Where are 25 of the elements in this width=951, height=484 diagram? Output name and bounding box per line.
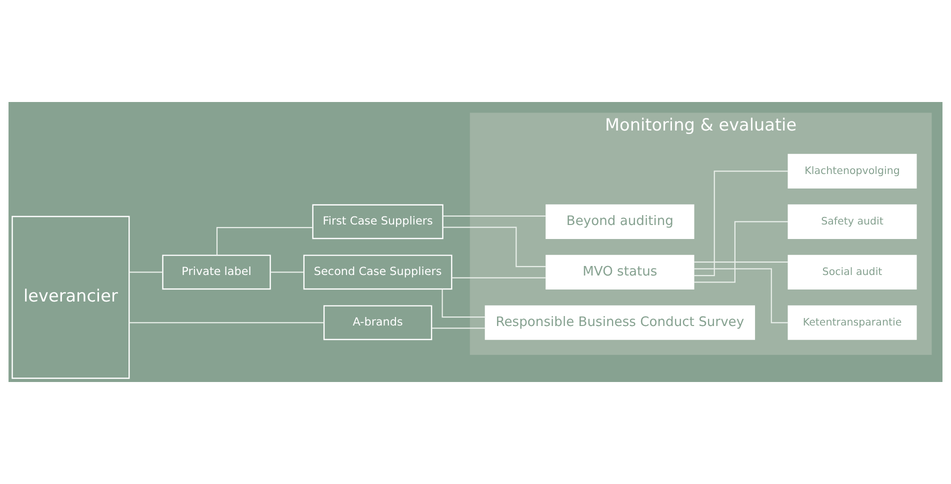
connector: [694, 262, 788, 263]
node-box: Second Case Suppliers: [303, 254, 452, 290]
connector: [452, 277, 546, 278]
connector: [270, 272, 304, 273]
node-box: A-brands: [323, 305, 432, 340]
node-box: leverancier: [12, 216, 130, 379]
node-box: Klachtenopvolging: [788, 154, 917, 188]
node-box: First Case Suppliers: [312, 204, 444, 240]
connector: [694, 170, 788, 276]
node-box: Social audit: [788, 254, 917, 290]
connector: [442, 226, 546, 268]
connector: [694, 221, 788, 283]
node-box: Responsible Business Conduct Survey: [484, 305, 756, 340]
connector: [129, 272, 163, 273]
connector: [216, 226, 312, 256]
node-box: Ketentransparantie: [788, 305, 917, 340]
connector: [129, 322, 324, 324]
connector: [694, 268, 788, 324]
node-box: Safety audit: [788, 204, 917, 239]
node-box: Private label: [162, 254, 271, 290]
node-box: MVO status: [546, 254, 694, 290]
connector: [442, 289, 486, 318]
connector: [432, 328, 486, 329]
connector: [443, 216, 546, 217]
node-box: Beyond auditing: [546, 204, 694, 239]
